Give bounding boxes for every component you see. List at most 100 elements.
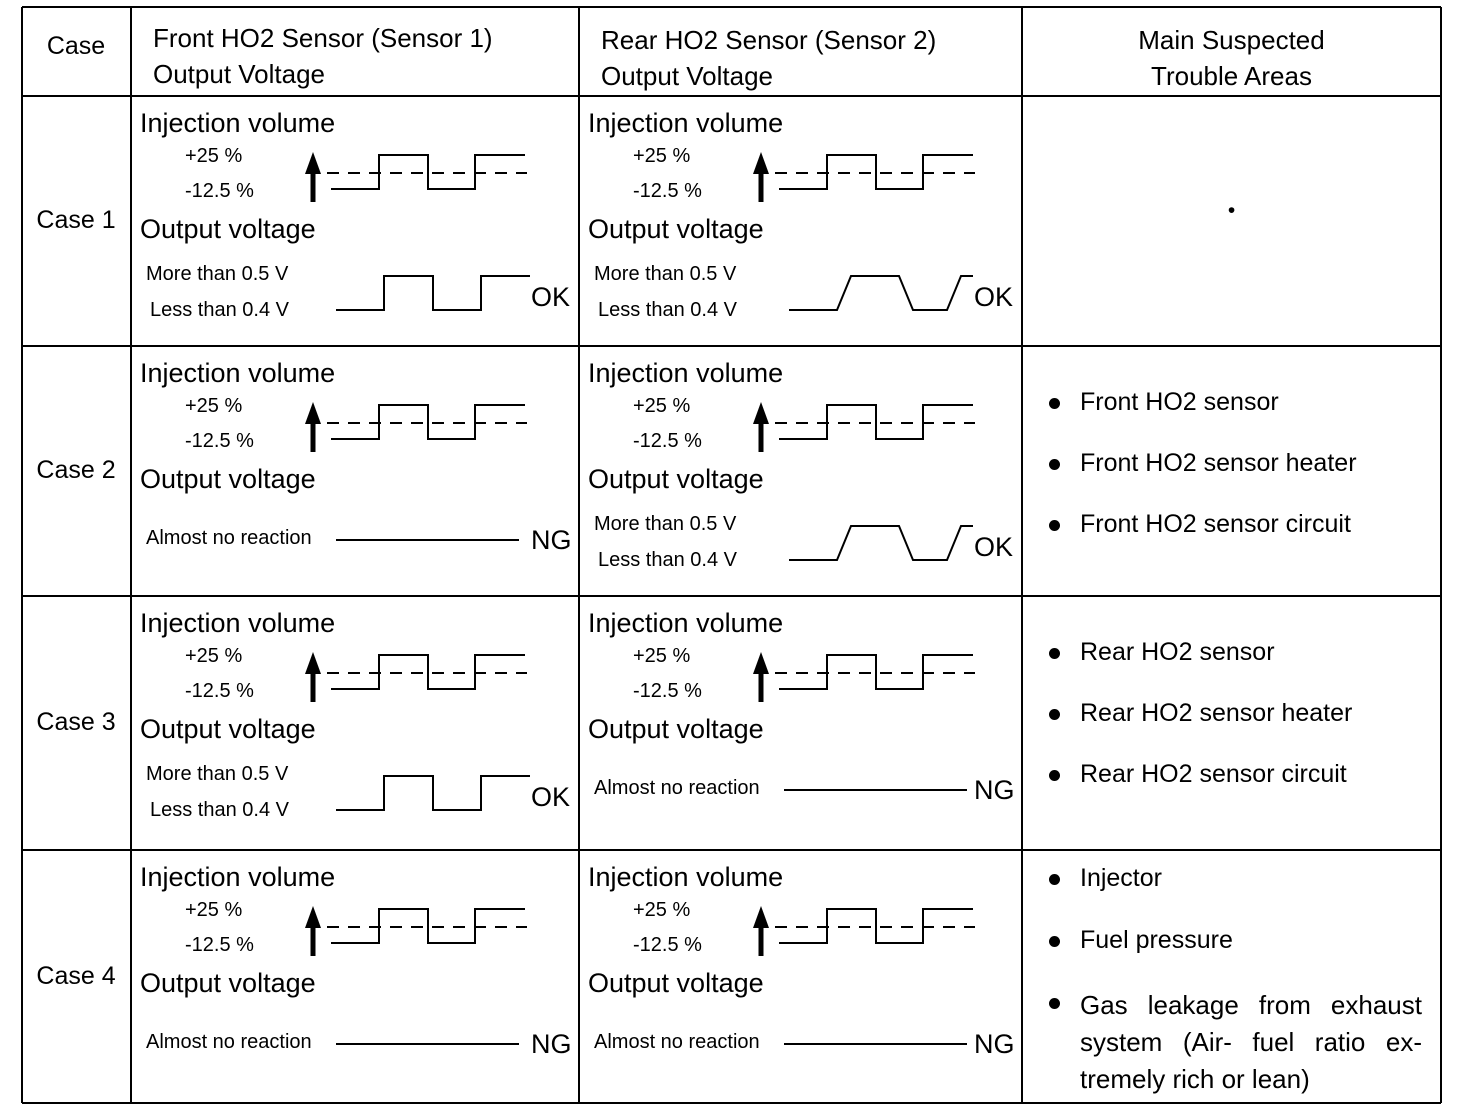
r1-front-plus-label: +25 % [185,145,243,167]
r2-rear-injection-wave [779,404,973,440]
r1-rear-injection-volume-label: Injection volume [588,108,784,138]
r3-front-voltage-wave [336,775,530,811]
row-1-case-label: Case 1 [36,206,116,234]
bullet-icon [1049,874,1060,885]
row-3-trouble-item-3: Rear HO2 sensor circuit [1080,760,1347,788]
r4-rear-arrow-head [753,906,769,928]
r2-rear-minus-label: -12.5 % [633,430,702,452]
r2-rear-less-than-label: Less than 0.4 V [598,549,737,571]
row-2-trouble-item-1: Front HO2 sensor [1080,388,1279,416]
r2-rear-more-than-label: More than 0.5 V [594,513,737,535]
r2-front-output-voltage-label: Output voltage [140,464,316,494]
header-case: Case [46,32,106,60]
header-rear-line1: Rear HO2 Sensor (Sensor 2) [601,25,937,55]
r2-rear-output-voltage-label: Output voltage [588,464,764,494]
r1-front-more-than-label: More than 0.5 V [146,263,289,285]
row-4-trouble-long-line-1: Gas leakage from exhaust [1080,990,1422,1020]
row-4-trouble-item-2: Fuel pressure [1080,926,1233,954]
r1-rear-less-than-label: Less than 0.4 V [598,299,737,321]
r3-rear-minus-label: -12.5 % [633,680,702,702]
r2-rear-plus-label: +25 % [633,395,691,417]
row-1-trouble-mark: • [1227,199,1236,222]
r1-front-voltage-wave [336,275,530,311]
r3-front-plus-label: +25 % [185,645,243,667]
r4-front-result: NG [531,1029,572,1059]
r4-rear-injection-volume-label: Injection volume [588,862,784,892]
r4-rear-almost-no-reaction: Almost no reaction [594,1031,760,1053]
header-rear-line2: Output Voltage [601,61,774,91]
r4-rear-plus-label: +25 % [633,899,691,921]
r3-front-result: OK [531,782,571,812]
r3-rear-almost-no-reaction: Almost no reaction [594,777,760,799]
r1-front-injection-volume-label: Injection volume [140,108,336,138]
r3-rear-injection-wave [779,654,973,690]
r3-front-more-than-label: More than 0.5 V [146,763,289,785]
header-front-line2: Output Voltage [153,59,326,89]
r1-rear-minus-label: -12.5 % [633,180,702,202]
row-4-trouble-item-1: Injector [1080,864,1162,892]
r3-rear-plus-label: +25 % [633,645,691,667]
bullet-icon [1049,998,1060,1009]
r1-rear-plus-label: +25 % [633,145,691,167]
r1-rear-voltage-wave [789,275,973,311]
bullet-icon [1049,648,1060,659]
r2-rear-arrow-head [753,402,769,424]
r1-front-output-voltage-label: Output voltage [140,214,316,244]
bullet-icon [1049,709,1060,720]
r1-front-minus-label: -12.5 % [185,180,254,202]
r2-front-almost-no-reaction: Almost no reaction [146,527,312,549]
r1-front-arrow-head [305,152,321,174]
r4-front-almost-no-reaction: Almost no reaction [146,1031,312,1053]
r4-rear-output-voltage-label: Output voltage [588,968,764,998]
r1-front-injection-wave [331,154,525,190]
r3-rear-injection-volume-label: Injection volume [588,608,784,638]
bullet-icon [1049,398,1060,409]
r3-front-minus-label: -12.5 % [185,680,254,702]
r3-rear-arrow-head [753,652,769,674]
r4-front-minus-label: -12.5 % [185,934,254,956]
r2-rear-injection-volume-label: Injection volume [588,358,784,388]
r1-rear-output-voltage-label: Output voltage [588,214,764,244]
row-3-trouble-item-1: Rear HO2 sensor [1080,638,1275,666]
r4-front-output-voltage-label: Output voltage [140,968,316,998]
bullet-icon [1049,770,1060,781]
r4-front-arrow-head [305,906,321,928]
r3-front-injection-wave [331,654,525,690]
r3-front-output-voltage-label: Output voltage [140,714,316,744]
bullet-icon [1049,520,1060,531]
row-4-case-label: Case 4 [36,961,116,990]
r3-rear-output-voltage-label: Output voltage [588,714,764,744]
r1-rear-arrow-head [753,152,769,174]
r2-front-minus-label: -12.5 % [185,430,254,452]
r3-rear-result: NG [974,775,1015,805]
r4-front-injection-volume-label: Injection volume [140,862,336,892]
r2-front-injection-wave [331,404,525,440]
r3-front-injection-volume-label: Injection volume [140,608,336,638]
header-trouble-line2: Trouble Areas [1151,61,1312,91]
header-trouble-line1: Main Suspected [1138,25,1325,55]
row-3-case-label: Case 3 [36,708,116,736]
bullet-icon [1049,936,1060,947]
row-3-trouble-item-2: Rear HO2 sensor heater [1080,699,1353,727]
r2-front-injection-volume-label: Injection volume [140,358,336,388]
r1-front-result: OK [531,282,571,312]
r4-rear-injection-wave [779,908,973,944]
r4-rear-result: NG [974,1029,1015,1059]
r1-rear-result: OK [974,282,1014,312]
row-2-trouble-item-2: Front HO2 sensor heater [1080,449,1357,477]
r1-rear-injection-wave [779,154,973,190]
r4-front-injection-wave [331,908,525,944]
row-4-trouble-long-line-2: system (Air- fuel ratio ex- [1080,1027,1422,1057]
r2-front-plus-label: +25 % [185,395,243,417]
row-2-case-label: Case 2 [36,456,116,484]
r2-rear-voltage-wave [789,525,973,561]
r4-front-plus-label: +25 % [185,899,243,921]
header-front-line1: Front HO2 Sensor (Sensor 1) [153,23,493,53]
r2-front-arrow-head [305,402,321,424]
r3-front-arrow-head [305,652,321,674]
r4-rear-minus-label: -12.5 % [633,934,702,956]
r1-front-less-than-label: Less than 0.4 V [150,299,289,321]
bullet-icon [1049,459,1060,470]
row-2-trouble-item-3: Front HO2 sensor circuit [1080,510,1351,538]
